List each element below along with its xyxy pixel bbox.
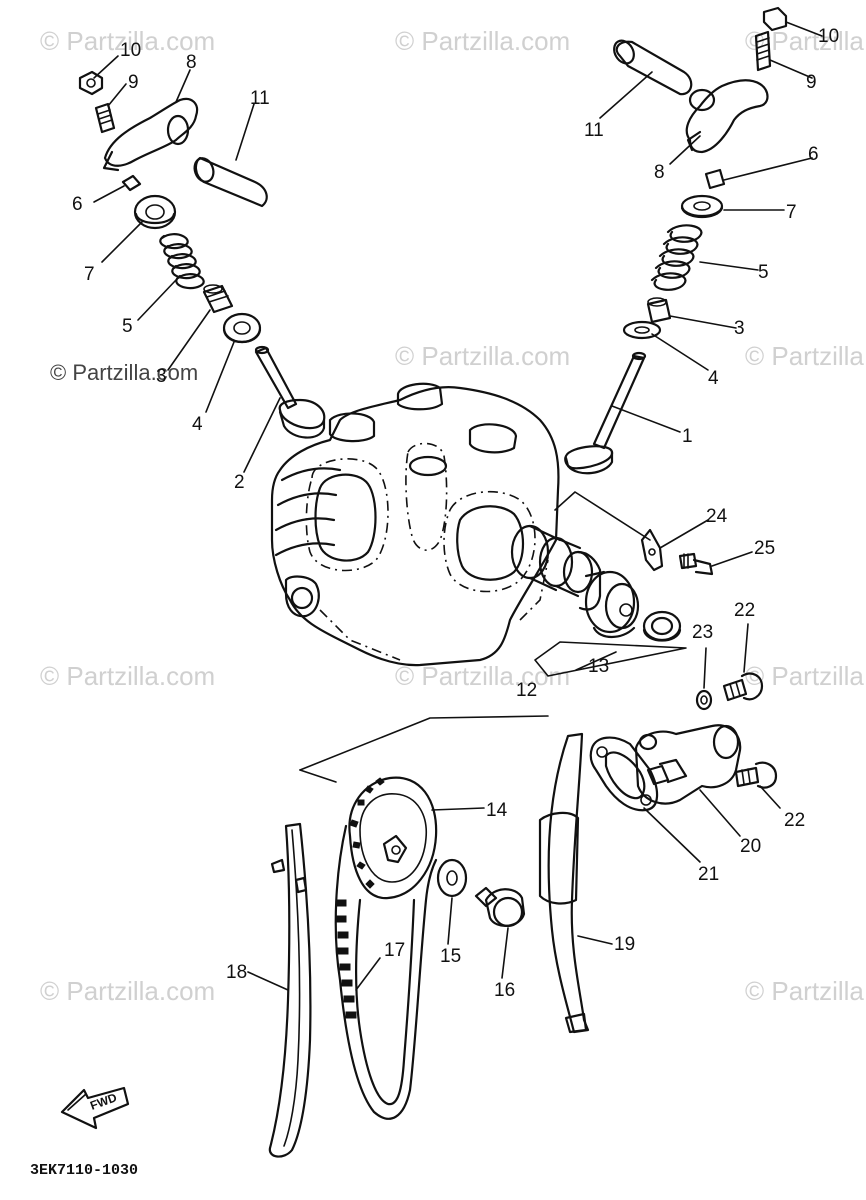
callout-10: 10 xyxy=(120,40,141,61)
callout-5: 5 xyxy=(122,316,133,337)
part-cam-plate xyxy=(640,528,664,572)
part-nut-right xyxy=(762,6,788,32)
callout-25: 25 xyxy=(754,538,775,559)
part-bolt-25 xyxy=(678,552,714,576)
watermark: © Partzilla.com xyxy=(395,26,570,56)
callout-11: 11 xyxy=(584,120,604,141)
part-stem-seal-left xyxy=(202,284,234,314)
part-rocker-arm-right xyxy=(685,79,769,154)
callout-4: 4 xyxy=(192,414,203,435)
part-valve-spring-left xyxy=(159,233,205,290)
callout-9: 9 xyxy=(806,72,817,93)
callout-8: 8 xyxy=(654,162,665,183)
part-spring-seat-left xyxy=(222,312,262,344)
part-chain-tensioner xyxy=(634,724,742,805)
part-washer xyxy=(436,858,468,898)
callout-16: 16 xyxy=(494,980,515,1001)
part-stem-seal-right xyxy=(646,297,672,324)
part-valve-left xyxy=(254,345,326,439)
left-valve-assembly xyxy=(78,70,326,439)
right-valve-assembly xyxy=(564,6,788,475)
part-nut-left xyxy=(78,70,104,96)
callout-15: 15 xyxy=(440,946,461,967)
cam-drive-guide-lines xyxy=(299,715,549,783)
part-rocker-shaft-right xyxy=(613,39,693,96)
watermark: © Partzilla.com xyxy=(745,341,866,371)
part-bearing xyxy=(642,610,682,642)
callout-7: 7 xyxy=(786,202,797,223)
part-bolt-22-upper xyxy=(722,672,764,702)
part-chain-guide-front xyxy=(538,732,590,1034)
leader-lines xyxy=(93,21,823,991)
callout-24: 24 xyxy=(706,506,728,527)
part-cylinder-head xyxy=(270,382,560,667)
callout-17: 17 xyxy=(384,940,405,961)
part-adjust-screw-right xyxy=(754,30,772,72)
watermark: © Partzilla.com xyxy=(745,976,866,1006)
part-cam-chain xyxy=(334,824,438,1120)
callout-18: 18 xyxy=(226,962,247,983)
part-camshaft xyxy=(510,524,640,639)
callout-1: 1 xyxy=(682,426,693,447)
watermark: © Partzilla.com xyxy=(40,26,215,56)
callout-23: 23 xyxy=(692,622,713,643)
part-rocker-shaft-left xyxy=(193,156,268,208)
callout-13: 13 xyxy=(588,656,609,677)
part-bolt-22-lower xyxy=(734,761,778,789)
callout-2: 2 xyxy=(234,472,245,493)
callout-7: 7 xyxy=(84,264,95,285)
watermark: © Partzilla.com xyxy=(745,661,866,691)
callout-19: 19 xyxy=(614,934,635,955)
callout-5: 5 xyxy=(758,262,769,283)
callout-22: 22 xyxy=(784,810,805,831)
callout-6: 6 xyxy=(72,194,83,215)
watermark: © Partzilla.com xyxy=(40,661,215,691)
part-collet-left xyxy=(121,174,142,192)
part-valve-spring-right xyxy=(650,224,703,291)
callout-8: 8 xyxy=(186,52,197,73)
watermarks: © Partzilla.com © Partzilla.com © Partzi… xyxy=(40,26,866,1006)
callout-9: 9 xyxy=(128,72,139,93)
part-retainer-left xyxy=(133,194,177,230)
callout-10: 10 xyxy=(818,26,839,47)
watermark-dark: © Partzilla.com xyxy=(50,360,198,385)
callouts: 10 9 8 11 6 7 5 3 4 2 10 9 11 8 6 7 5 3 … xyxy=(72,26,839,1001)
watermark: © Partzilla.com xyxy=(395,661,570,691)
callout-20: 20 xyxy=(740,836,761,857)
diagram-code: 3EK7110-1030 xyxy=(30,1162,138,1179)
watermark: © Partzilla.com xyxy=(395,341,570,371)
callout-22: 22 xyxy=(734,600,755,621)
callout-3: 3 xyxy=(156,366,167,387)
part-adjust-screw-left xyxy=(94,102,116,134)
part-retainer-right xyxy=(680,194,724,219)
callout-4: 4 xyxy=(708,368,719,389)
forward-direction-arrow: FWD xyxy=(60,1086,130,1130)
callout-6: 6 xyxy=(808,144,819,165)
part-collet-right xyxy=(704,168,726,190)
part-chain-guide-rear xyxy=(268,822,312,1158)
part-valve-right xyxy=(564,351,647,475)
watermark: © Partzilla.com xyxy=(40,976,215,1006)
callout-12: 12 xyxy=(516,680,537,701)
callout-11: 11 xyxy=(250,88,270,109)
part-washer-23 xyxy=(695,689,713,711)
part-cam-sprocket xyxy=(348,776,438,900)
callout-21: 21 xyxy=(698,864,719,885)
part-rocker-arm-left xyxy=(102,97,199,172)
callout-14: 14 xyxy=(486,800,508,821)
part-bolt-16 xyxy=(474,886,526,928)
camshaft-guide-lines xyxy=(534,491,687,677)
part-spring-seat-right xyxy=(622,320,662,340)
callout-3: 3 xyxy=(734,318,745,339)
